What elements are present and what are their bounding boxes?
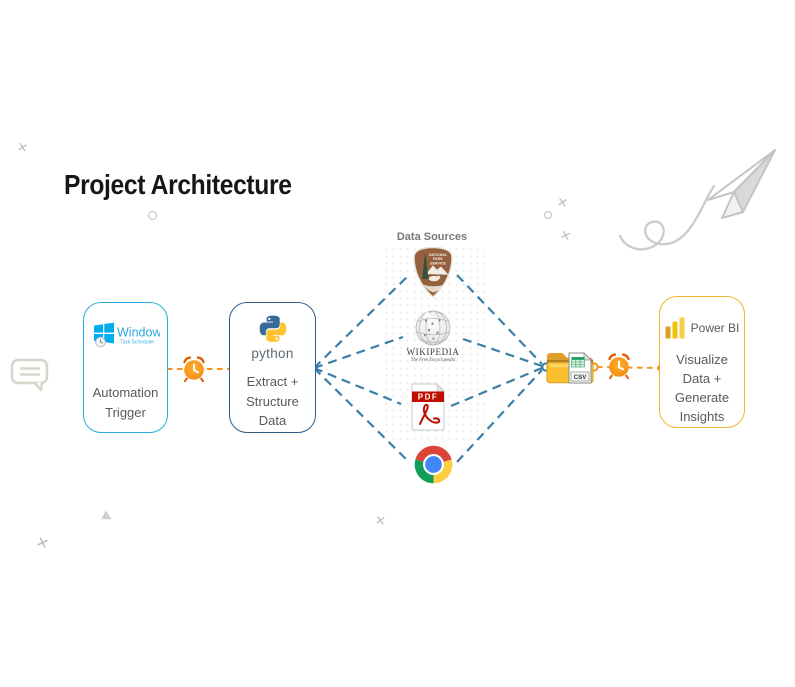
wikipedia-globe-icon: WIKIPEDIA The Free Encyclopedia <box>407 310 460 363</box>
automation-trigger-label: Automation Trigger <box>92 385 159 420</box>
circle-mark <box>148 211 157 220</box>
pdf-file-icon: PDF <box>411 383 445 431</box>
visualize-insights-card: Power BI Visualize Data + Generate Insig… <box>659 296 745 428</box>
wikipedia-missing-piece <box>422 311 432 318</box>
plane-trail <box>618 184 716 251</box>
nps-water <box>423 284 445 293</box>
blue-dashed-connector <box>313 274 543 463</box>
circle-mark <box>544 211 552 219</box>
csv-spreadsheet-grid <box>571 357 585 368</box>
visualize-insights-label: Visualize Data + Generate Insights <box>674 352 730 424</box>
pdf-badge: PDF <box>418 393 439 402</box>
alarm-clock-icon <box>183 356 205 383</box>
extract-structure-label: Extract + Structure Data <box>246 374 299 428</box>
python-wordmark: python <box>251 346 294 361</box>
scheduler-clock-icon <box>94 336 106 348</box>
page-title: Project Architecture <box>64 169 292 200</box>
nps-text-line: PARK <box>433 257 443 261</box>
wikipedia-tagline: The Free Encyclopedia <box>411 358 456 363</box>
nps-bison <box>428 275 440 282</box>
python-icon <box>259 315 286 343</box>
powerbi-wordmark: Power BI <box>690 321 740 335</box>
nps-tree <box>422 252 429 279</box>
task-scheduler-wordmark: Task Scheduler <box>120 340 155 346</box>
nps-arrowhead-icon: NATIONAL PARK SERVICE <box>413 246 453 298</box>
windows-task-scheduler-logo: Windows Task Scheduler <box>93 322 160 348</box>
data-sources-heading: Data Sources <box>396 231 468 243</box>
cross-mark: ✕ <box>555 194 570 211</box>
nps-text-line: SERVICE <box>430 261 446 265</box>
windows-wordmark: Windows <box>117 326 160 340</box>
acrobat-swirl <box>419 403 441 425</box>
chrome-icon <box>414 445 453 484</box>
automation-trigger-card: Windows Task Scheduler Automation Trigge… <box>83 302 168 433</box>
powerbi-icon <box>665 317 685 339</box>
extract-structure-card: python Extract + Structure Data <box>229 302 316 433</box>
alarm-clock-icon <box>608 353 630 380</box>
speech-bubble-icon <box>10 358 49 392</box>
nps-mountain <box>426 265 449 275</box>
wikipedia-glyph-marks <box>424 319 441 340</box>
cross-mark: ✕ <box>374 512 387 529</box>
nps-text-line: NATIONAL <box>429 253 448 257</box>
csv-badge: CSV <box>574 374 588 381</box>
wikipedia-wordmark: WIKIPEDIA <box>407 347 460 357</box>
paper-plane-icon <box>618 149 776 251</box>
csv-file-icon: CSV <box>568 352 592 384</box>
